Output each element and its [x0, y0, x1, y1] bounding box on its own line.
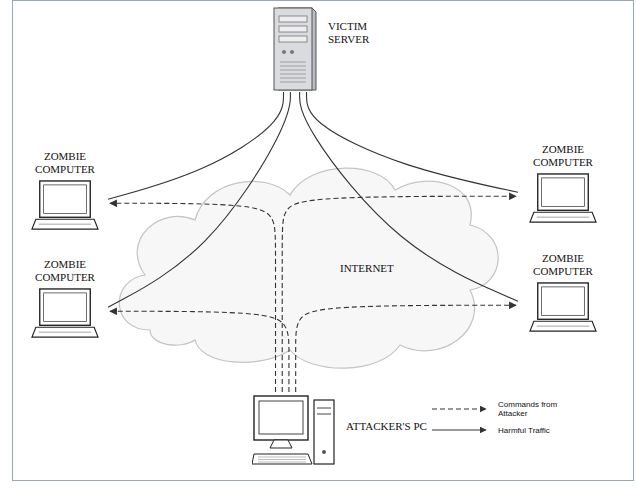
server-icon: [272, 6, 318, 92]
command-arrow: [110, 203, 276, 392]
laptop-icon: [31, 179, 99, 233]
laptop-icon: [529, 281, 597, 335]
zombie-computer-node: ZOMBIE COMPUTER: [518, 252, 608, 335]
legend-text: Harmful Traffic: [498, 426, 568, 435]
legend-row: Harmful Traffic: [430, 424, 615, 436]
traffic-line: [108, 92, 290, 307]
command-arrow: [110, 311, 289, 392]
server-node: VICTIM SERVER: [272, 6, 318, 92]
attacker-pc-node: ATTACKER'S PC: [252, 392, 336, 470]
desktop-pc-icon: [252, 392, 336, 470]
node-label: ATTACKER'S PC: [346, 420, 430, 433]
legend-line-sample: [430, 403, 492, 415]
command-arrow: [296, 305, 516, 392]
node-label: ZOMBIE COMPUTER: [518, 143, 608, 168]
traffic-line: [300, 92, 518, 301]
laptop-icon: [31, 287, 99, 341]
laptop-icon: [529, 172, 597, 226]
node-label: ZOMBIE COMPUTER: [518, 252, 608, 277]
legend-text: Commands from Attacker: [498, 400, 568, 418]
node-label: ZOMBIE COMPUTER: [22, 150, 108, 175]
traffic-line: [307, 92, 519, 192]
cloud-label: INTERNET: [338, 262, 396, 274]
legend-line-sample: [430, 424, 492, 436]
node-label: ZOMBIE COMPUTER: [22, 258, 108, 283]
command-arrow: [282, 196, 516, 392]
zombie-computer-node: ZOMBIE COMPUTER: [518, 143, 608, 226]
legend-row: Commands from Attacker: [430, 400, 615, 418]
legend: Commands from AttackerHarmful Traffic: [430, 400, 615, 442]
zombie-computer-node: ZOMBIE COMPUTER: [22, 150, 108, 233]
zombie-computer-node: ZOMBIE COMPUTER: [22, 258, 108, 341]
node-label: VICTIM SERVER: [328, 20, 392, 45]
traffic-line: [108, 92, 284, 199]
